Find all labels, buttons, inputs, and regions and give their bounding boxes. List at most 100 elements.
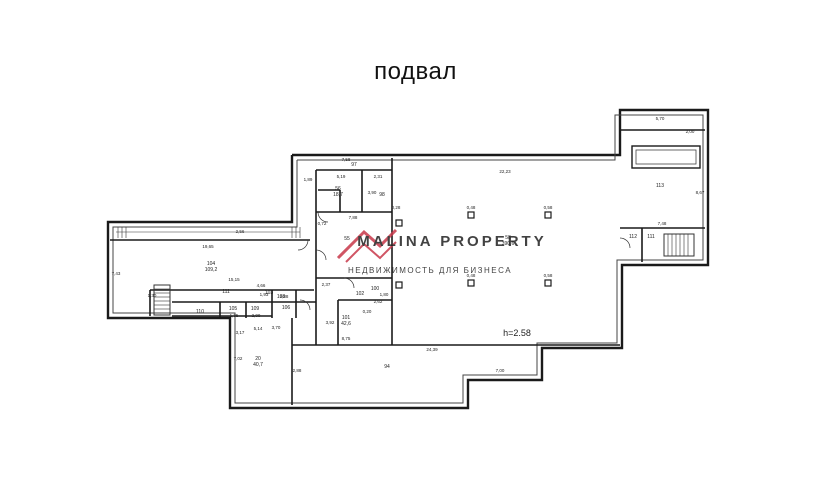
stairs-right [663,233,695,257]
inner-wall-lines [112,114,704,404]
dimension-label: 7,00 [496,368,505,373]
floor-title: подвал [374,58,457,85]
watermark-tagline: НЕДВИЖИМОСТЬ ДЛЯ БИЗНЕСА [348,266,512,275]
dimension-label: 3,70 [272,325,281,330]
dimension-label: 0,58 [544,273,553,278]
exterior-walls [106,108,710,410]
dimension-label: 2,56 [236,229,245,234]
watermark-logo-icon [336,228,398,263]
dimension-label: 24,39 [426,347,438,352]
partitions [110,129,705,405]
dimension-label: 2,31 [374,174,383,179]
dimension-label: 1,89 [304,177,313,182]
dimension-label: 19,65 [202,244,214,249]
room-area-104: 109,2 [205,267,218,273]
room-area-101: 42,6 [341,321,351,327]
room-number-97: 97 [351,162,357,168]
dimension-label: 7,02 [234,356,243,361]
dimension-label: 22,23 [499,169,511,174]
dimension-label: 8,67 [696,190,705,195]
dimension-label: 0,48 [467,273,476,278]
counter [631,145,701,169]
room-number-98: 98 [379,192,385,198]
room-number-102: 102 [356,291,365,297]
stairs-right-box [663,233,695,257]
room-area-58: 390,6 [502,241,515,247]
column [395,281,403,289]
room-number-112: 112 [629,234,637,240]
dimension-label: 7,43 [112,271,121,276]
dimension-label: 4,66 [257,283,266,288]
dimension-label: 2,88 [293,368,302,373]
column [544,211,552,219]
column [467,279,475,287]
columns [395,211,552,289]
dimension-label: 5,70 [656,116,665,121]
room-number-105: 105 [229,306,238,312]
door-arc [297,239,309,251]
logo-zigzag-2 [345,241,397,263]
dimension-label: 3,90 [368,190,377,195]
room-number-58: 58 [505,235,511,241]
door-arc [343,277,355,289]
dimension-label: 3,17 [236,330,245,335]
ceiling-height-label: h=2.58 [503,328,531,338]
room-number-111: 111 [222,289,230,295]
dimension-label: 5,19 [337,174,346,179]
room-number-109: 109 [251,306,260,312]
room-number-94: 94 [384,364,390,370]
room-number-106: 106 [282,305,291,311]
dimension-label: 1,93 [260,292,269,297]
room-number-113: 113 [656,183,664,189]
column [395,219,403,227]
dimension-label: 5,14 [254,326,263,331]
room-number-108: 108 [277,294,286,300]
room-area-56: 18,7 [333,192,343,198]
column [544,279,552,287]
dimension-label: 2,88 [280,294,289,299]
dimension-label: 7,58 [342,157,351,162]
room-labels: 58 390,6 104 109,2 113 94 20 40,7 101 42… [196,162,664,370]
wall-outline [106,108,710,410]
dimension-labels: 7,58 22,23 5,19 2,31 1,89 3,90 7,88 0,72… [112,116,705,373]
dimension-label: 1,30 [148,293,157,298]
door-arc [299,299,311,311]
door-arc [619,237,631,249]
dimension-label: 2,37 [322,282,331,287]
room-number-110: 110 [196,309,204,315]
room-number-104: 104 [207,261,216,267]
dimension-label: 7,48 [658,221,667,226]
dimension-label: 0,48 [467,205,476,210]
doors [297,211,631,311]
room-area-20: 40,7 [253,362,263,368]
room-number-100: 100 [371,286,380,292]
stairs-left [153,284,171,316]
column [467,211,475,219]
dimension-label: 8,75 [342,336,351,341]
dimension-label: 3,92 [326,320,335,325]
dimension-label: 2,00 [686,129,695,134]
watermark: MALINA PROPERTY НЕДВИЖИМОСТЬ ДЛЯ БИЗНЕСА [336,228,546,275]
dimension-label: 0,20 [363,309,372,314]
dimension-label: 15,15 [228,277,240,282]
room-number-56: 56 [335,186,341,192]
watermark-brand: MALINA PROPERTY [357,233,546,250]
door-arc [315,249,327,261]
room-number-55: 55 [344,236,350,242]
stairs-left-box [153,284,171,316]
dimension-label: 0,72 [318,221,327,226]
door-arc [317,211,329,223]
dimension-label: 1,75 [230,313,239,318]
dimension-label: 1,80 [380,292,389,297]
counter-inner [635,149,697,165]
room-number-111-right: 111 [647,234,655,240]
dimension-label: 2,00 [252,313,261,318]
dimension-label: 2,62 [374,299,383,304]
room-number-103: 103 [265,290,274,296]
room-number-101: 101 [342,315,351,321]
stairs-corridor [116,227,301,238]
logo-zigzag [336,228,398,260]
room-number-20: 20 [255,356,261,362]
